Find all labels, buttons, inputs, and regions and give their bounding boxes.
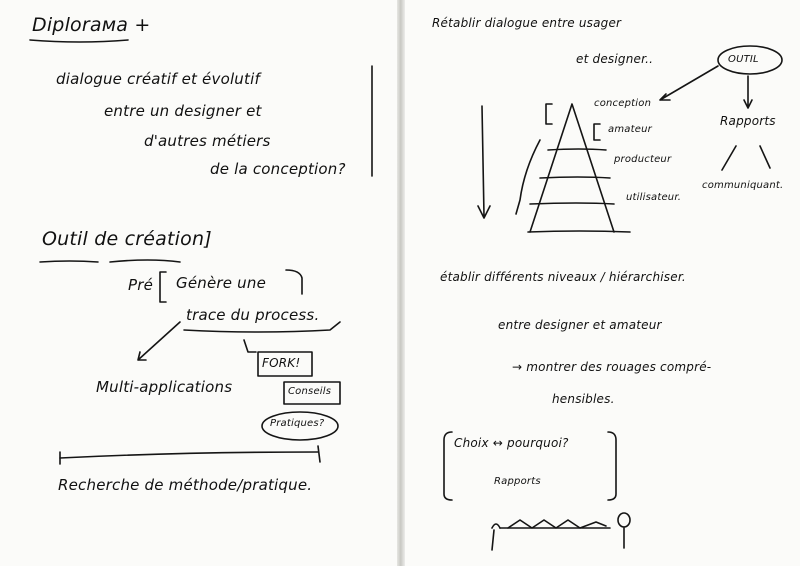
fork-label: FORK! — [262, 356, 301, 370]
section-title: Outil de création] — [42, 228, 212, 250]
level-producteur: producteur — [614, 154, 672, 165]
outil-label: OUTIL — [728, 54, 759, 65]
intro-line-2: et designer.. — [576, 52, 654, 66]
question-line-2: entre un designer et — [104, 102, 262, 120]
pre-label: Pré — [128, 276, 154, 294]
page-gutter — [397, 0, 405, 566]
communiquant-label: communiquant. — [702, 180, 784, 191]
level-conception: conception — [594, 98, 652, 109]
multi-applications: Multi-applications — [96, 378, 233, 396]
page-title: Diploraмa + — [32, 14, 151, 36]
question-line-4: de la conception? — [210, 160, 346, 178]
genere-line-2: trace du process. — [186, 306, 320, 324]
level-utilisateur: utilisateur. — [626, 192, 682, 203]
question-line-3: d'autres métiers — [144, 132, 271, 150]
recherche-line: Recherche de méthode/pratique. — [58, 476, 313, 494]
rapports-label: Rapports — [720, 114, 776, 128]
rapports-2: Rapports — [494, 476, 541, 487]
entre-line: entre designer et amateur — [498, 318, 662, 332]
etablir-line: établir différents niveaux / hiérarchise… — [440, 270, 686, 284]
question-line-1: dialogue créatif et évolutif — [56, 70, 260, 88]
choix-line: Choix ↔ pourquoi? — [454, 436, 569, 450]
conseils-label: Conseils — [288, 386, 332, 397]
montrer-line-1: → montrer des rouages compré- — [512, 360, 712, 374]
genere-line-1: Génère une — [176, 274, 266, 292]
left-page: Diploraмa + dialogue créatif et évolutif… — [32, 14, 346, 494]
montrer-line-2: hensibles. — [552, 392, 615, 406]
intro-line-1: Rétablir dialogue entre usager — [432, 16, 622, 30]
right-page: Rétablir dialogue entre usager et design… — [402, 0, 800, 566]
pratiques-label: Pratiques? — [270, 418, 325, 429]
level-amateur: amateur — [608, 124, 652, 135]
